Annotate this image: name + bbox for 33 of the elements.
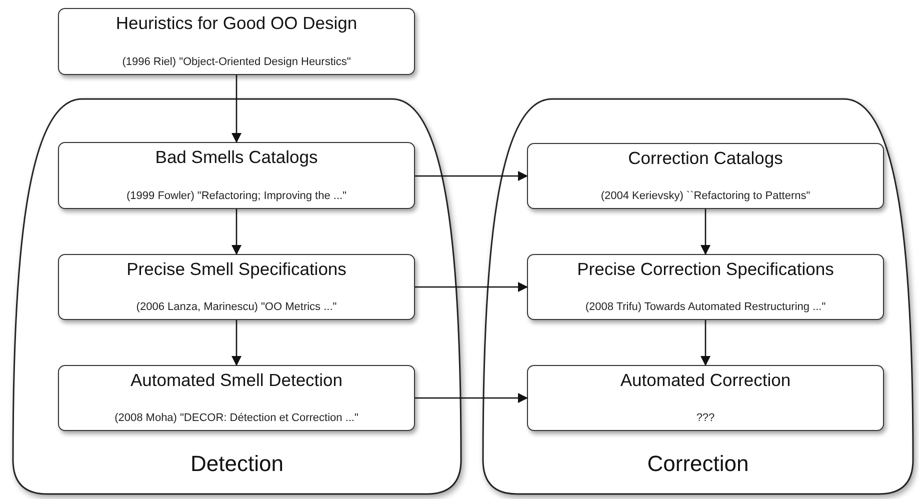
process-box <box>527 254 884 320</box>
process-box <box>58 254 415 320</box>
arrow <box>415 393 528 403</box>
arrow <box>232 209 242 255</box>
group-container <box>482 98 914 495</box>
reference-text: (1996 Riel) "Object-Oriented Design Heurstics" <box>122 56 351 68</box>
group-title: Correction <box>647 451 749 476</box>
process-box <box>58 8 415 75</box>
group-title: Detection <box>190 451 284 476</box>
arrow <box>700 209 710 255</box>
group-container <box>12 98 462 495</box>
process-box <box>58 365 415 431</box>
reference-text: (2008 Trifu) Towards Automated Restructuring ..." <box>585 301 826 313</box>
box-title: Precise Smell Specifications <box>126 259 346 280</box>
process-box <box>527 143 884 209</box>
reference-text: ??? <box>696 412 715 424</box>
box-title: Correction Catalogs <box>628 148 783 169</box>
reference-text: (2004 Kerievsky) ``Refactoring to Patterns" <box>600 190 810 202</box>
reference-text: (2008 Moha) "DECOR: Détection et Correction ..." <box>114 412 358 424</box>
arrow <box>415 282 528 292</box>
box-title: Bad Smells Catalogs <box>155 147 318 168</box>
box-title: Automated Correction <box>620 370 791 391</box>
arrow <box>232 75 242 143</box>
box-title: Precise Correction Specifications <box>577 259 834 280</box>
box-title: Heuristics for Good OO Design <box>116 13 358 34</box>
reference-text: (1999 Fowler) "Refactoring; Improving the ..." <box>126 190 346 202</box>
arrow <box>232 320 242 366</box>
process-box <box>527 365 884 431</box>
arrow <box>415 171 528 181</box>
reference-text: (2006 Lanza, Marinescu) "OO Metrics ..." <box>136 301 337 313</box>
process-box <box>58 142 415 209</box>
arrow <box>700 320 710 366</box>
box-title: Automated Smell Detection <box>130 370 343 391</box>
